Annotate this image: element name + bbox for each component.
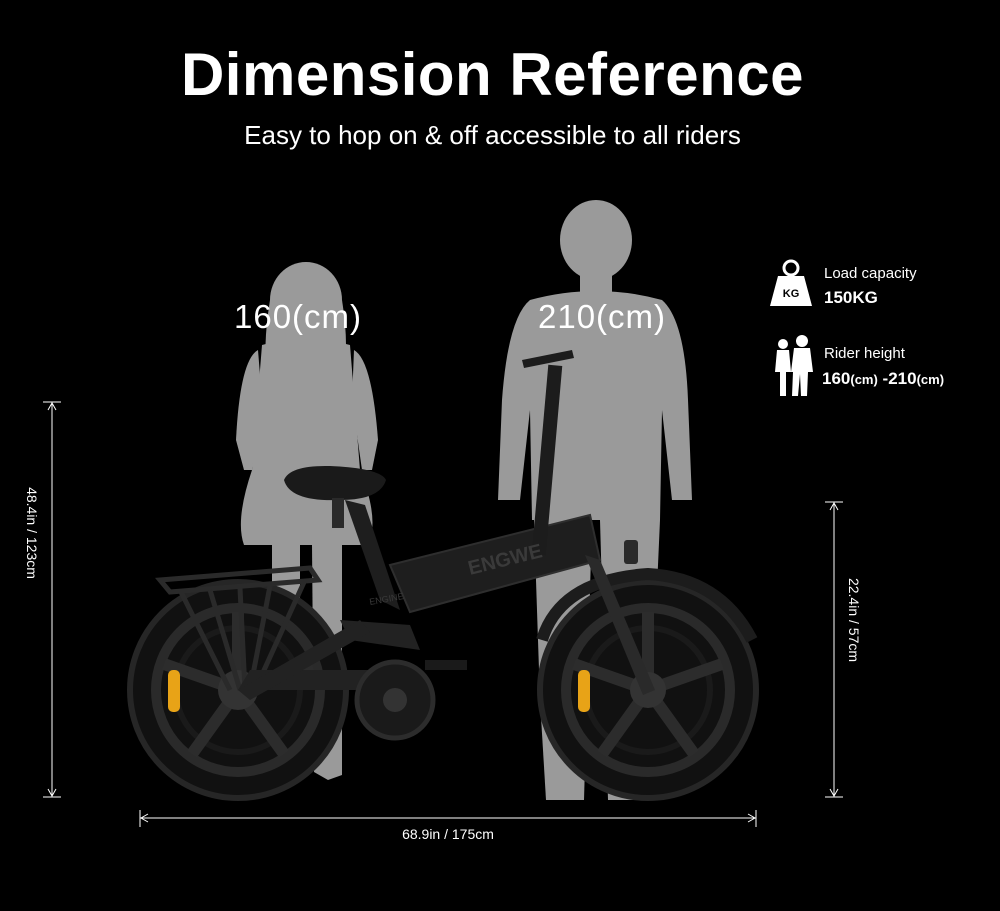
bike-model-text: ENGINE (369, 591, 405, 607)
bike-frame (238, 350, 655, 741)
rider-min-unit: (cm) (850, 372, 878, 387)
woman-height-label: 160(cm) (234, 298, 363, 335)
load-capacity-value: 150KG (824, 288, 878, 307)
rider-separator: - (877, 369, 889, 388)
rider-height-label: Rider height (824, 345, 905, 362)
wheel-height-dimension: 22.4in / 57cm (846, 577, 862, 663)
ebike: ENGWE ENGINE (127, 350, 759, 801)
overall-length-dimension: 68.9in / 175cm (402, 826, 494, 842)
rider-height-value: 160(cm) -210(cm) (822, 369, 944, 389)
rider-max: 210 (888, 369, 917, 388)
load-capacity-label: Load capacity (824, 265, 917, 282)
dimension-lines (43, 401, 843, 827)
riders-icon (775, 335, 813, 396)
overall-height-dimension: 48.4in / 123cm (24, 487, 40, 579)
weight-icon: KG (770, 259, 812, 306)
weight-icon-text: KG (783, 288, 800, 300)
page-subtitle: Easy to hop on & off accessible to all r… (244, 120, 741, 150)
rider-max-unit: (cm) (916, 372, 945, 387)
rider-min: 160 (822, 369, 851, 388)
man-height-label: 210(cm) (538, 298, 667, 335)
front-fender (536, 567, 758, 643)
page-title: Dimension Reference (180, 41, 805, 108)
